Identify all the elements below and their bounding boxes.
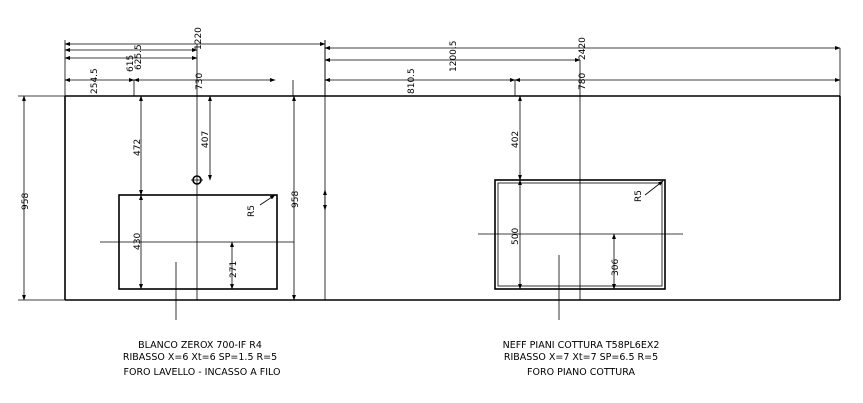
hob-note-line2: RIBASSO X=7 Xt=7 SP=6.5 R=5 — [504, 352, 658, 363]
dim-overall-b: 2420 — [578, 37, 588, 60]
horizontal-dimensions — [64, 40, 841, 96]
dim-hob-axis-height: 306 — [611, 259, 621, 276]
worktop-outline — [64, 40, 841, 301]
dim-sink-axis-height: 271 — [229, 261, 239, 278]
sink-cutout — [100, 96, 294, 320]
dimension-labels: 1220 2420 615 625.5 1200.5 254.5 810.5 7… — [21, 27, 644, 278]
sink-radius-label: R5 — [247, 205, 257, 217]
dim-partial-b: 625.5 — [134, 44, 144, 70]
dim-hob-height: 500 — [511, 228, 521, 245]
dim-offset-right: 810.5 — [407, 68, 417, 94]
hob-cutout — [478, 96, 683, 320]
dim-height-left: 958 — [21, 193, 31, 210]
sink-note-line3: FORO LAVELLO - INCASSO A FILO — [124, 367, 281, 378]
dim-partial-a: 615 — [126, 55, 136, 72]
hob-note-line1: NEFF PIANI COTTURA T58PL6EX2 — [503, 340, 660, 351]
dim-overall-a: 1220 — [194, 27, 204, 50]
hob-note: NEFF PIANI COTTURA T58PL6EX2 RIBASSO X=7… — [503, 340, 660, 378]
dim-sink-height: 430 — [133, 233, 143, 250]
sink-note-line2: RIBASSO X=6 Xt=6 SP=1.5 R=5 — [123, 352, 277, 363]
sink-note: BLANCO ZEROX 700-IF R4 RIBASSO X=6 Xt=6 … — [123, 340, 281, 378]
dim-sink-axis-offset: 407 — [201, 131, 211, 148]
dim-partial-c: 1200.5 — [449, 41, 459, 73]
dim-offset-left: 254.5 — [90, 68, 100, 94]
dim-sink-centre-width: 730 — [195, 73, 205, 90]
dim-hob-top-offset: 402 — [511, 131, 521, 148]
hob-note-line3: FORO PIANO COTTURA — [527, 367, 635, 378]
dim-height-mid: 958 — [291, 191, 301, 208]
dim-hob-centre-width: 780 — [578, 73, 588, 90]
hob-radius-label: R5 — [634, 190, 644, 202]
sink-note-line1: BLANCO ZEROX 700-IF R4 — [138, 340, 262, 351]
vertical-dimensions — [18, 95, 616, 301]
dim-sink-top-offset: 472 — [133, 139, 143, 156]
